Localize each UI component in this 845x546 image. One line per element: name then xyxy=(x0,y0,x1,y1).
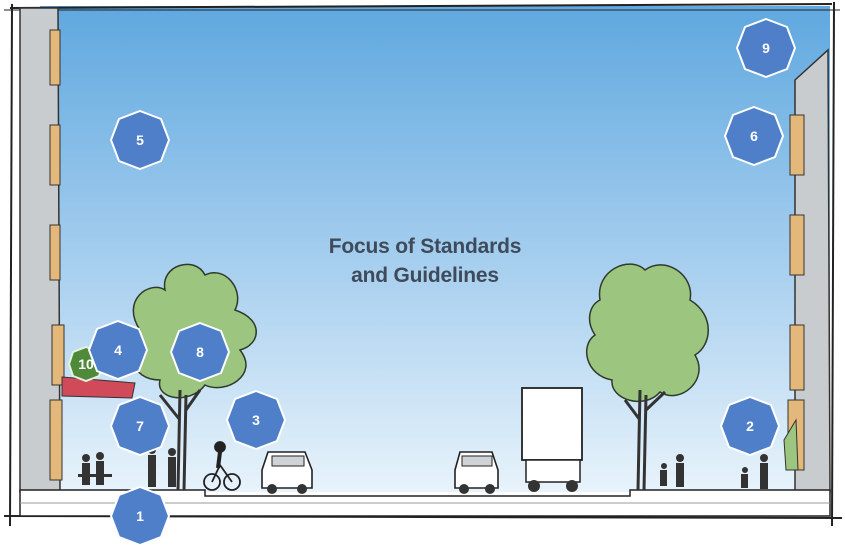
box-truck xyxy=(521,387,583,492)
marker-7-badge-icon xyxy=(110,396,170,456)
car-middle xyxy=(454,451,499,494)
marker-3-badge-icon xyxy=(226,390,286,450)
marker-5-badge-icon xyxy=(110,110,170,170)
marker-9-label: 9 xyxy=(762,40,770,56)
cyclist xyxy=(203,441,241,491)
marker-1-label: 1 xyxy=(136,508,144,524)
marker-8-badge-icon xyxy=(170,322,230,382)
diagram-title: Focus of Standards and Guidelines xyxy=(290,232,560,290)
street-section-illustration xyxy=(3,1,843,527)
pedestrians-right xyxy=(660,454,768,489)
right-tree xyxy=(585,263,709,491)
marker-4-badge-icon xyxy=(88,320,148,380)
street-ground xyxy=(19,489,831,517)
title-line-1: Focus of Standards xyxy=(328,235,522,258)
car-left xyxy=(261,451,313,494)
marker-2[interactable]: 2 xyxy=(720,396,780,456)
marker-9[interactable]: 9 xyxy=(736,18,796,78)
marker-3[interactable]: 3 xyxy=(226,390,286,450)
marker-5-label: 5 xyxy=(136,132,144,148)
marker-8-label: 8 xyxy=(196,344,204,360)
marker-1[interactable]: 1 xyxy=(110,486,170,546)
marker-7-label: 7 xyxy=(136,418,144,434)
title-line-2: and Guidelines xyxy=(351,264,499,287)
marker-9-badge-icon xyxy=(736,18,796,78)
marker-6[interactable]: 6 xyxy=(724,106,784,166)
marker-8[interactable]: 8 xyxy=(170,322,230,382)
marker-2-badge-icon xyxy=(720,396,780,456)
marker-10-label: 10 xyxy=(78,356,94,372)
right-building xyxy=(783,48,831,493)
marker-6-label: 6 xyxy=(750,128,758,144)
marker-3-label: 3 xyxy=(252,412,260,428)
marker-4-label: 4 xyxy=(114,342,122,358)
marker-6-badge-icon xyxy=(724,106,784,166)
marker-5[interactable]: 5 xyxy=(110,110,170,170)
marker-4[interactable]: 4 xyxy=(88,320,148,380)
marker-7[interactable]: 7 xyxy=(110,396,170,456)
marker-2-label: 2 xyxy=(746,418,754,434)
